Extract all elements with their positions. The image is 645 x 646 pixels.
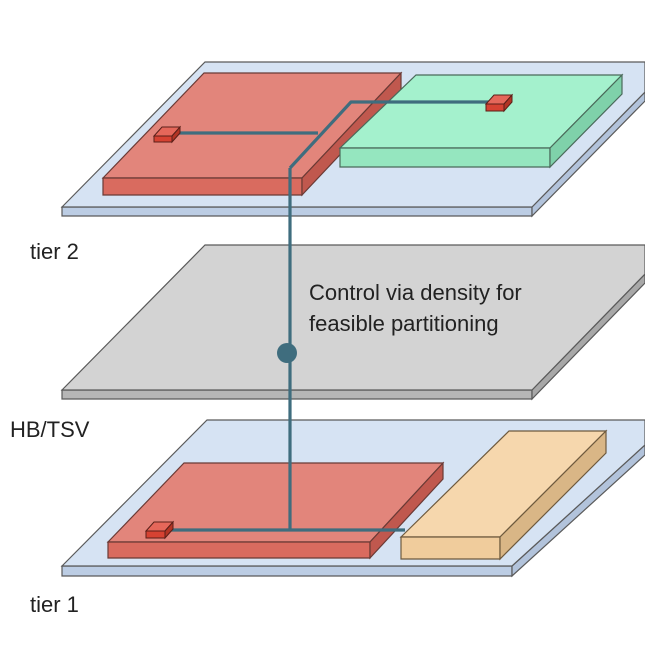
tier1-red-block-side bbox=[369, 461, 444, 560]
tier1-label: tier 1 bbox=[30, 592, 79, 617]
via-node bbox=[277, 343, 297, 363]
tier1-tan-block-front bbox=[400, 536, 501, 560]
tier2-red-block-front bbox=[102, 177, 303, 196]
pin-tier2-right bbox=[484, 93, 514, 113]
hb-tsv-label: HB/TSV bbox=[10, 417, 90, 442]
tier2-green-block-side bbox=[549, 73, 623, 169]
hb-tsv-plane-top bbox=[60, 244, 645, 391]
tier1-plate-side bbox=[61, 565, 513, 577]
tier1-tan-block-side bbox=[499, 429, 607, 561]
density-note-line2: feasible partitioning bbox=[309, 311, 499, 336]
pin-tier1 bbox=[144, 520, 175, 540]
hb-tsv-plane-front bbox=[61, 389, 533, 400]
tier2-green-block-front bbox=[339, 147, 551, 168]
tier2-green-block bbox=[338, 73, 624, 169]
tier1-red-block-front bbox=[107, 541, 371, 559]
hb-tsv-plane bbox=[60, 244, 645, 401]
tier1-tan-block bbox=[399, 429, 608, 561]
tier2-label: tier 2 bbox=[30, 239, 79, 264]
tier2-wire-right bbox=[288, 100, 499, 170]
tier2-plate-side bbox=[61, 206, 533, 217]
tier1-red-block bbox=[106, 461, 445, 560]
pin-tier2-left bbox=[152, 125, 182, 144]
density-note-line1: Control via density for bbox=[309, 280, 522, 305]
